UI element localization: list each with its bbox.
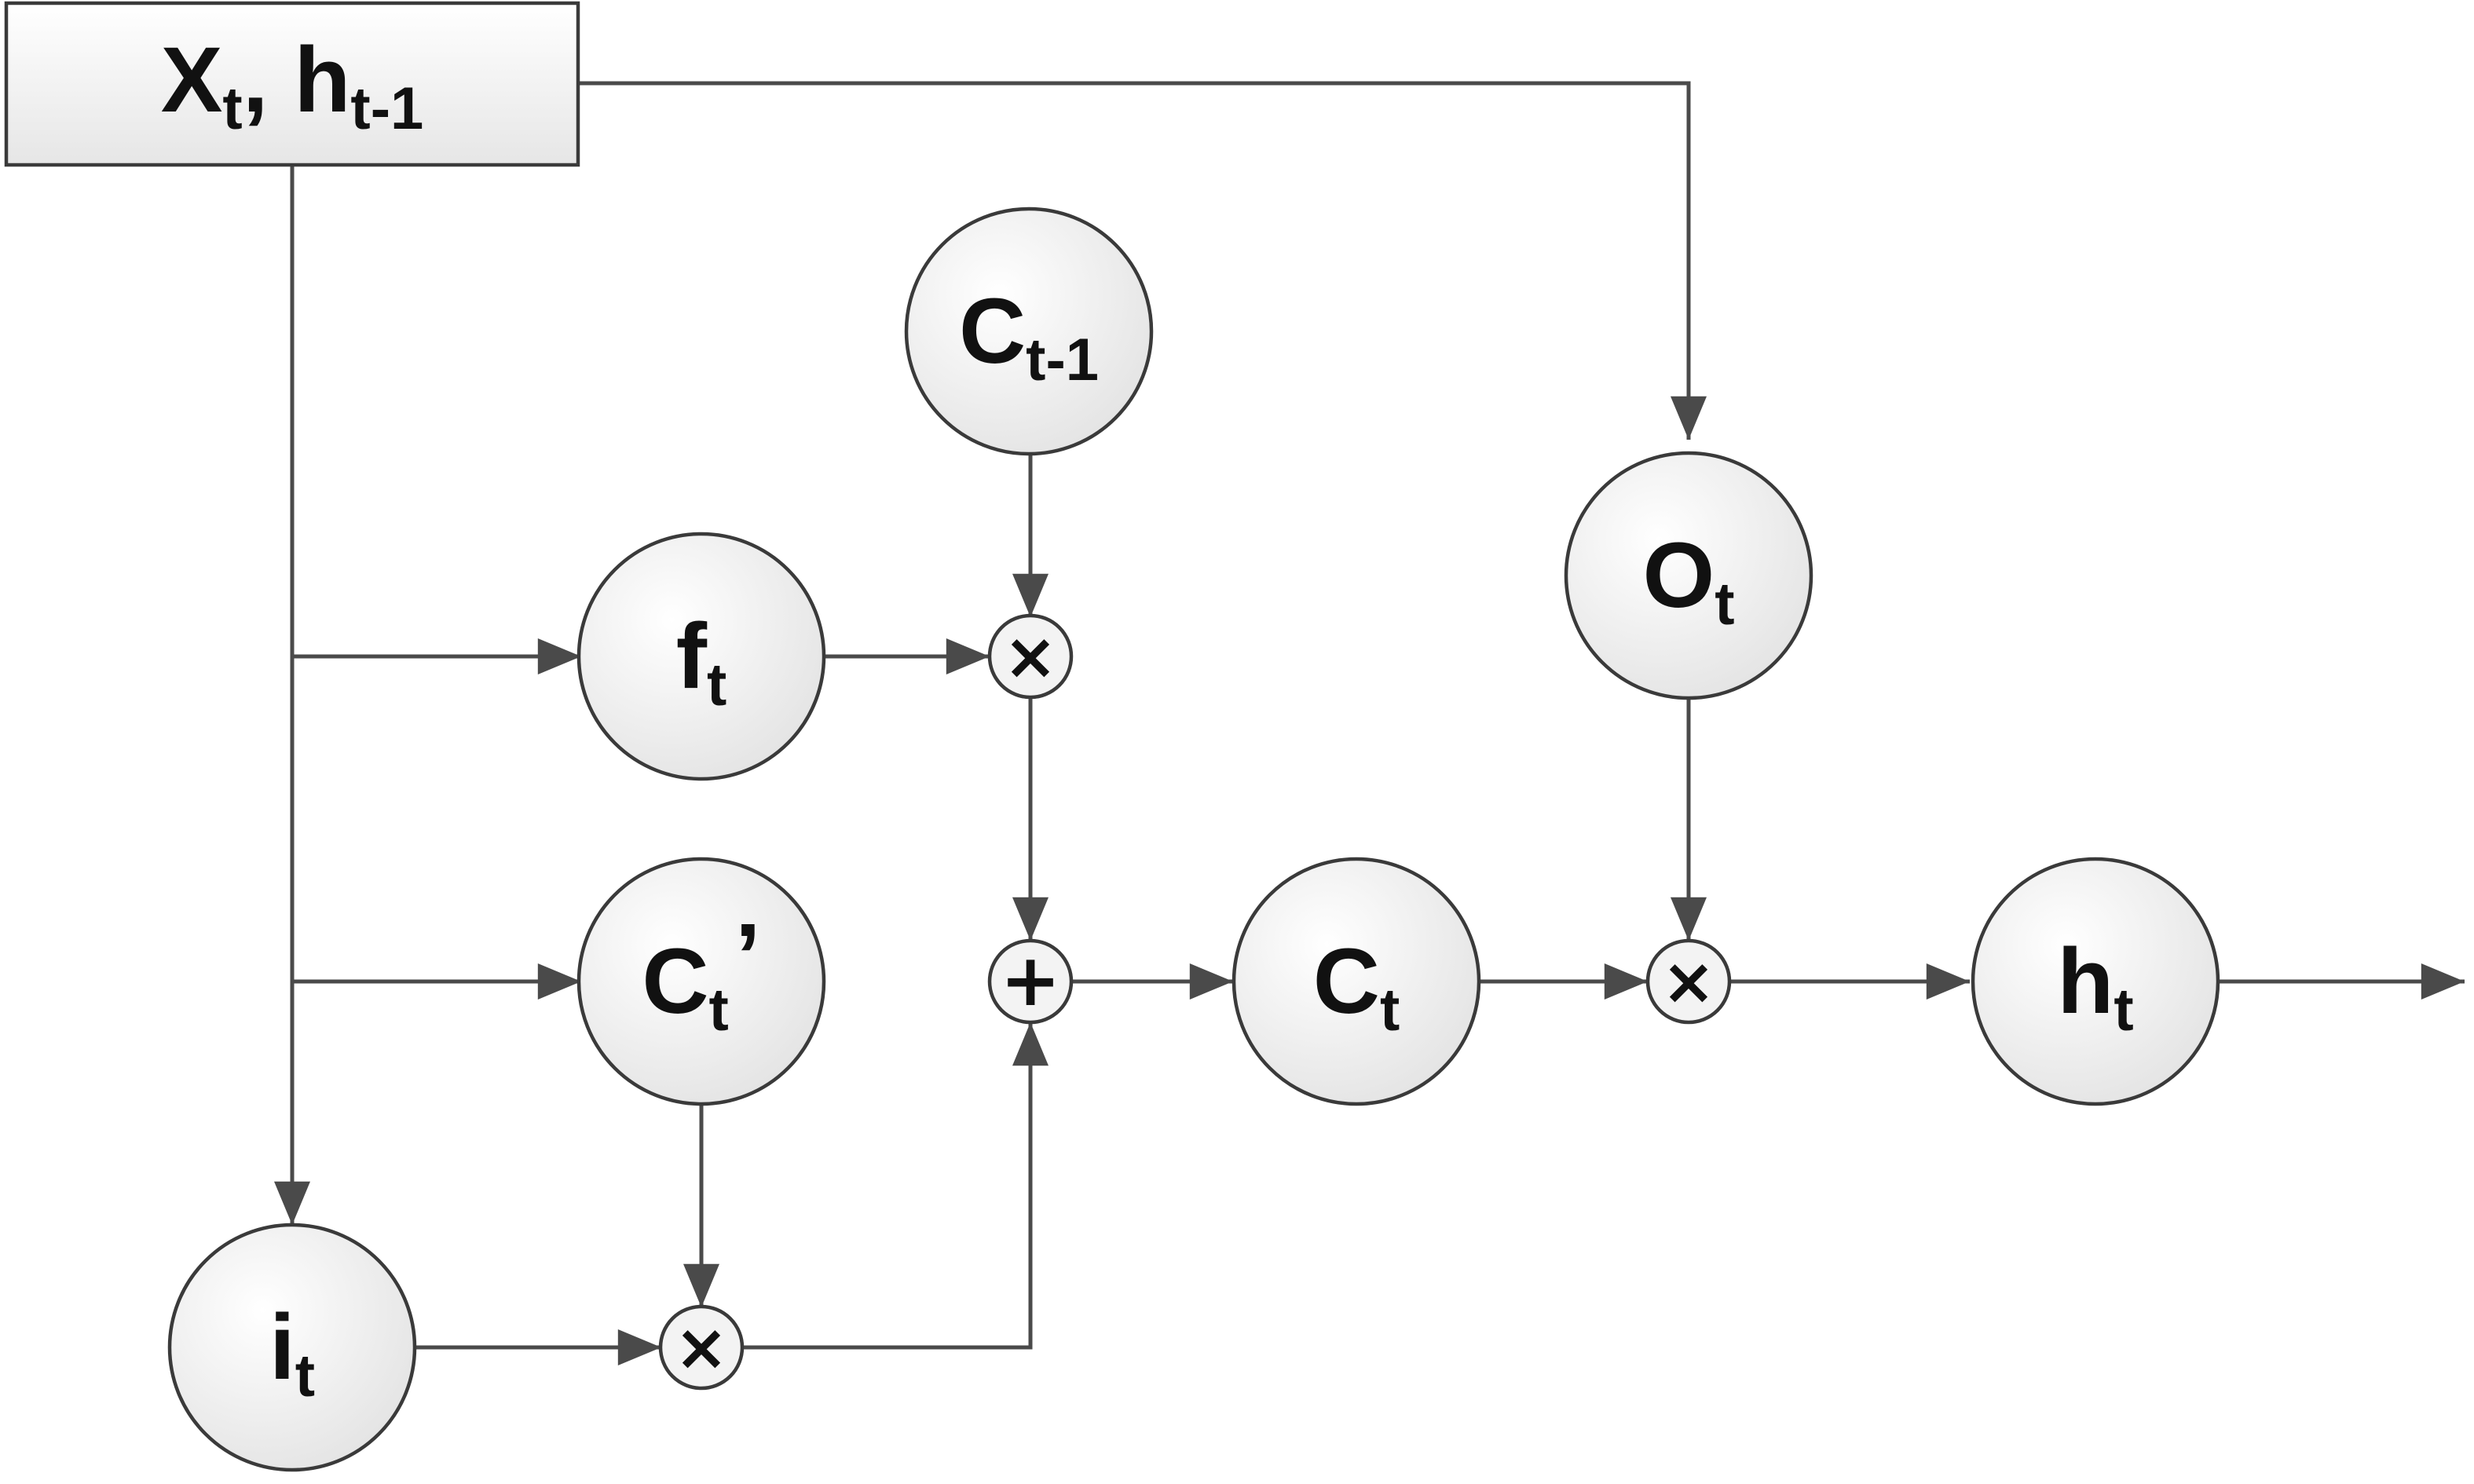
connectors [274, 81, 2465, 1365]
multiply-symbol: × [1662, 945, 1716, 1019]
candidate-state-subscript: t [709, 977, 729, 1044]
add-op-cell: + [987, 938, 1074, 1025]
input-separator: , [243, 28, 295, 132]
prev-cell-state-symbol: C [959, 280, 1026, 383]
svg-text:ht: ht [2057, 930, 2133, 1044]
input-box-label: Xt, ht-1 [161, 28, 424, 142]
node-input-gate: it [167, 1223, 417, 1472]
hidden-state-subscript: t [2114, 977, 2133, 1044]
multiply-op-output: × [1645, 938, 1732, 1025]
multiply-symbol: × [675, 1310, 729, 1385]
node-forget-gate: ft [576, 532, 826, 781]
multiply-symbol: × [1004, 620, 1058, 694]
multiply-op-input: × [658, 1304, 745, 1391]
hidden-state-symbol: h [2057, 930, 2114, 1033]
wire-input-to-output-gate [578, 81, 1707, 440]
svg-text:Ot: Ot [1642, 524, 1734, 638]
input-gate-symbol: i [269, 1296, 295, 1399]
input-gate-subscript: t [295, 1343, 315, 1409]
node-prev-cell-state: Ct-1 [904, 207, 1154, 456]
node-cell-state: Ct [1232, 857, 1481, 1106]
node-output-gate: Ot [1564, 451, 1813, 700]
add-symbol: + [1000, 938, 1060, 1022]
svg-text:Ct-1: Ct-1 [959, 280, 1099, 393]
input-h-subscript: t-1 [350, 75, 423, 142]
output-gate-subscript: t [1715, 571, 1734, 638]
input-x-symbol: X [161, 28, 223, 132]
forget-gate-symbol: f [676, 605, 708, 708]
wire-multiply-bottom-to-add [741, 1022, 1049, 1350]
svg-text:it: it [269, 1296, 315, 1409]
output-gate-symbol: O [1642, 524, 1715, 627]
svg-text:ft: ft [676, 605, 727, 718]
node-hidden-state: ht [1971, 857, 2220, 1106]
cell-state-symbol: C [1313, 930, 1380, 1033]
cell-state-subscript: t [1380, 977, 1400, 1044]
forget-gate-subscript: t [707, 652, 726, 718]
candidate-state-prime: ’ [735, 905, 761, 1008]
prev-cell-state-subscript: t-1 [1026, 327, 1099, 393]
input-h-symbol: h [294, 28, 350, 132]
input-x-subscript: t [222, 75, 242, 142]
svg-text:Ct’: Ct’ [642, 905, 760, 1044]
multiply-op-forget: × [987, 613, 1074, 700]
node-candidate-state: Ct’ [576, 857, 826, 1106]
svg-text:Ct: Ct [1313, 930, 1400, 1044]
candidate-state-symbol: C [642, 930, 708, 1033]
input-box: Xt, ht-1 [4, 1, 580, 167]
